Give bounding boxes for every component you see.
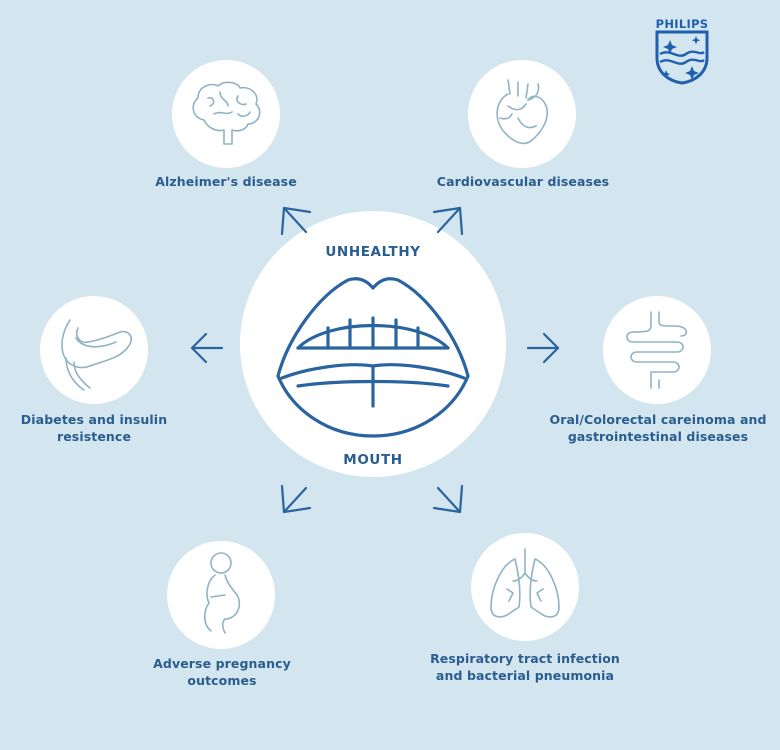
condition-cardio-label: Cardiovascular diseases bbox=[436, 174, 610, 189]
lungs-icon bbox=[490, 548, 560, 618]
pancreas-icon bbox=[61, 319, 133, 391]
condition-alzheimers-label: Alzheimer's disease bbox=[155, 174, 297, 189]
philips-shield-icon bbox=[655, 30, 709, 85]
arrow-up-left-icon bbox=[280, 206, 312, 236]
center-bottom-label: MOUTH bbox=[343, 452, 403, 468]
brand-name: PHILIPS bbox=[655, 17, 709, 31]
center-top-label: UNHEALTHY bbox=[325, 244, 421, 260]
condition-diabetes-label: Diabetes and insulin resistence bbox=[20, 412, 168, 444]
condition-diabetes-circle bbox=[40, 296, 148, 404]
intestine-icon bbox=[626, 311, 688, 389]
heart-icon bbox=[496, 79, 548, 145]
arrow-down-right-icon bbox=[432, 484, 464, 514]
condition-cardio-circle bbox=[468, 60, 576, 168]
arrow-right-icon bbox=[526, 332, 560, 364]
arrow-up-right-icon bbox=[432, 206, 464, 236]
condition-pregnancy-label: Adverse pregnancy outcomes bbox=[153, 656, 291, 688]
arrow-down-left-icon bbox=[280, 484, 312, 514]
condition-intestine-circle bbox=[603, 296, 711, 404]
condition-lungs-label: Respiratory tract infection and bacteria… bbox=[430, 651, 620, 683]
arrow-left-icon bbox=[190, 332, 224, 364]
mouth-icon bbox=[276, 277, 470, 438]
brain-icon bbox=[192, 81, 261, 145]
condition-intestine-label: Oral/Colorectal careinoma and gastrointe… bbox=[549, 412, 767, 444]
pregnancy-icon bbox=[203, 552, 241, 634]
